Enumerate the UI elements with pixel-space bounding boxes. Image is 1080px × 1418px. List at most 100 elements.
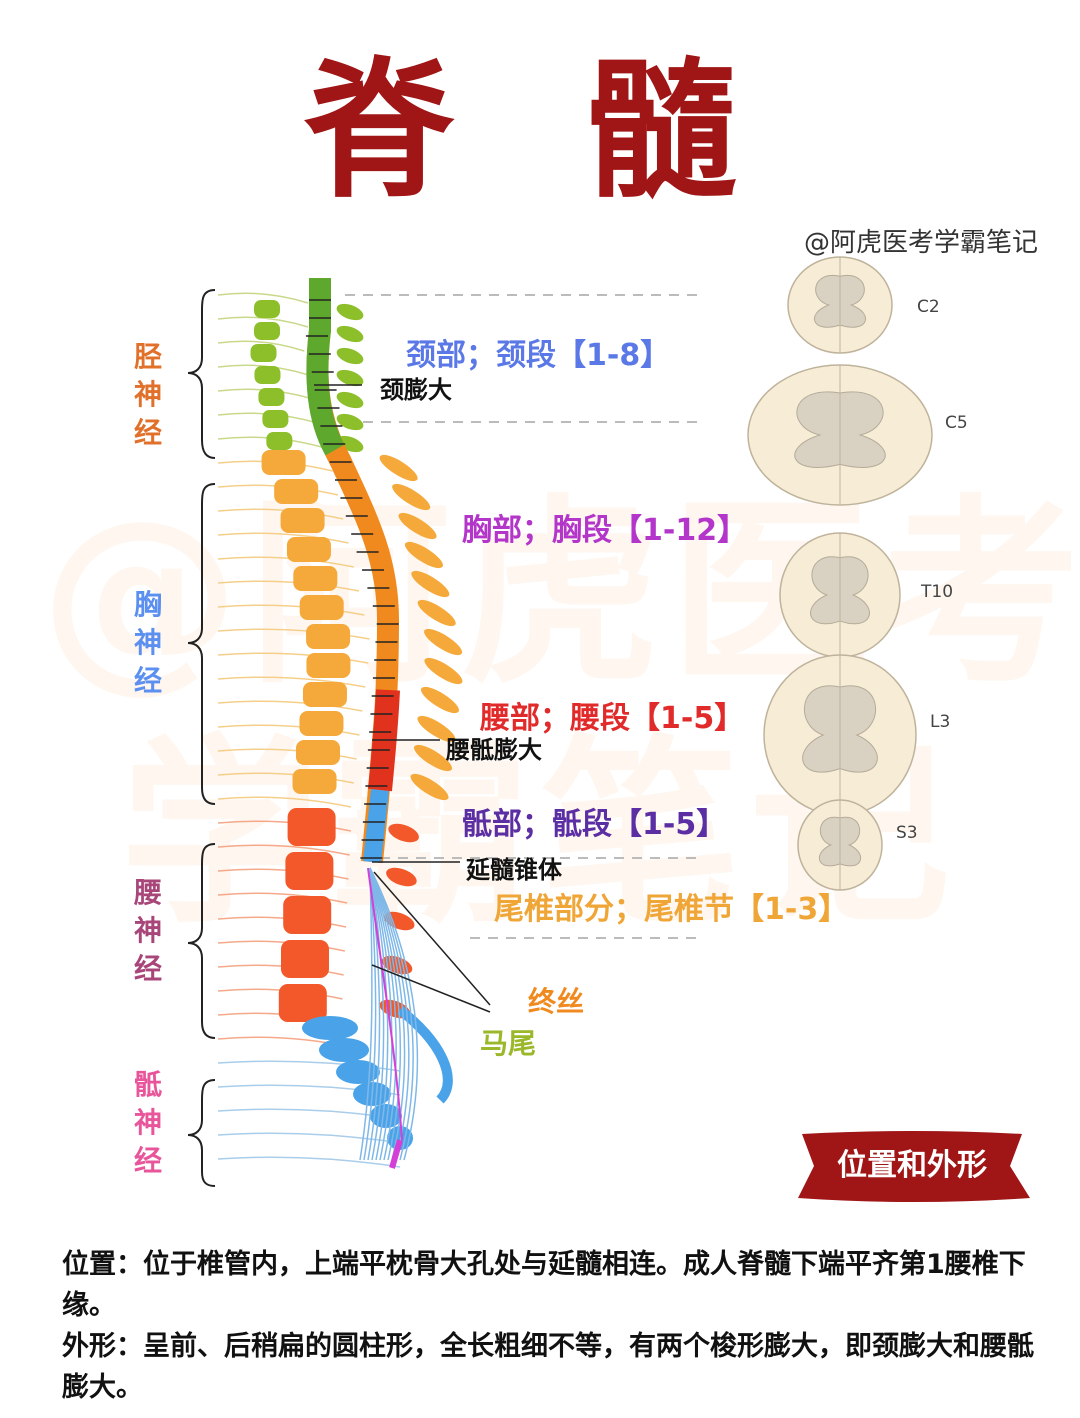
- nerve-line: [217, 844, 350, 856]
- vertebra-thoracic: [274, 479, 319, 504]
- nerve-line: [217, 964, 344, 976]
- process-cervical: [336, 347, 364, 365]
- filum-terminale-line: [367, 867, 403, 1141]
- nerve-line: [217, 940, 346, 952]
- nerve-line: [217, 748, 357, 760]
- process-cervical: [336, 369, 364, 387]
- process-thoracic: [424, 657, 463, 685]
- nerve-line: [217, 868, 349, 880]
- cross-sections: [747, 256, 933, 891]
- segment-label-coccygeal: 尾椎部分；尾椎节【1-3】: [494, 892, 849, 927]
- nerve-line: [217, 796, 352, 808]
- spinous-processes: [336, 303, 463, 1104]
- segment-label-lumbar: 腰部；腰段【1-5】: [480, 701, 745, 736]
- cauda-line: [369, 867, 410, 1161]
- process-thoracic: [379, 454, 418, 482]
- process-thoracic: [420, 686, 459, 714]
- vertebra-lumbar: [285, 852, 334, 890]
- vertebra-cervical: [266, 432, 293, 450]
- process-thoracic: [404, 541, 443, 569]
- vertebra-thoracic: [296, 740, 340, 765]
- cord-sacral: [363, 789, 389, 863]
- vertebra-cervical: [250, 344, 277, 362]
- nerve-line: [217, 292, 309, 304]
- vertebra-cervical: [254, 300, 280, 318]
- process-thoracic: [392, 483, 431, 511]
- nerve-label-cervical: 胫神经: [133, 340, 162, 449]
- section-label-l3: L3: [930, 712, 951, 732]
- vertebra-lumbar: [283, 896, 332, 934]
- vertebra-cervical: [262, 410, 289, 428]
- level-lines: [345, 294, 700, 939]
- vertebra-thoracic: [292, 769, 337, 794]
- section-label-c2: C2: [917, 297, 940, 317]
- segment-label-thoracic: 胸部；胸段【1-12】: [462, 513, 748, 548]
- nerve-line: [217, 652, 369, 664]
- vertebra-lumbar: [281, 940, 329, 978]
- cauda-line: [369, 867, 393, 1161]
- badge-label: 位置和外形: [837, 1148, 987, 1183]
- vertebra-thoracic: [293, 566, 338, 591]
- process-thoracic: [424, 628, 463, 656]
- vertebra-thoracic: [280, 508, 325, 533]
- nerve-line: [217, 916, 347, 928]
- cauda-equina-lines: [359, 867, 419, 1161]
- vertebra-thoracic: [299, 595, 344, 620]
- label-filum-terminale: 终丝: [528, 985, 585, 1018]
- vertebra-cervical: [254, 366, 281, 384]
- cauda-line: [369, 867, 397, 1161]
- vertebra-thoracic: [261, 450, 306, 475]
- process-thoracic: [417, 715, 456, 743]
- cauda-line: [369, 867, 385, 1161]
- nerve-line: [217, 676, 366, 688]
- nerve-label-sacral: 骶神经: [133, 1068, 162, 1177]
- process-cervical: [336, 303, 364, 321]
- cord-lumbar: [368, 689, 400, 792]
- segment-label-sacral: 骶部；骶段【1-5】: [462, 807, 727, 842]
- process-thoracic: [411, 570, 450, 598]
- process-thoracic: [417, 599, 456, 627]
- nerve-line: [217, 508, 344, 520]
- section-label-c5: C5: [945, 413, 968, 433]
- page-title: 脊 髓: [303, 45, 777, 219]
- vertebra-cervical: [254, 322, 280, 340]
- description-shape: 外形：呈前、后稍扁的圆柱形，全长粗细不等，有两个梭形膨大，即颈膨大和腰骶膨大。: [62, 1331, 1034, 1403]
- vertebra-thoracic: [306, 624, 351, 649]
- process-thoracic: [410, 773, 449, 801]
- vertebra-cervical: [258, 388, 285, 406]
- section-badge: 位置和外形: [792, 1128, 1032, 1204]
- nerve-line: [217, 1156, 401, 1168]
- vertebra-sacral: [319, 1038, 369, 1062]
- label-lumbosacral-enlargement: 腰骶膨大: [446, 736, 542, 764]
- vertebra-lumbar: [287, 808, 336, 846]
- nerve-line: [217, 580, 360, 592]
- nerve-line: [217, 340, 305, 352]
- nerve-line: [217, 556, 354, 568]
- nerve-label-lumbar: 腰神经: [133, 876, 162, 985]
- description-block: 位置：位于椎管内，上端平枕骨大孔处与延髓相连。成人脊髓下端平齐第1腰椎下缘。 外…: [62, 1244, 1042, 1408]
- cauda-line: [369, 867, 414, 1161]
- watermark-large-line1: @阿虎医考: [40, 478, 1080, 711]
- nerve-line: [217, 772, 354, 784]
- process-cervical: [336, 391, 364, 409]
- cauda-line: [359, 867, 373, 1161]
- nerve-line: [217, 604, 365, 616]
- nerve-line: [217, 1132, 401, 1144]
- nerve-line: [217, 700, 363, 712]
- section-label-s3: S3: [896, 823, 918, 843]
- leader-lines: [314, 384, 491, 1013]
- cord-cervical: [306, 278, 345, 456]
- nerve-line: [217, 532, 349, 544]
- section-label-t10: T10: [921, 582, 954, 602]
- vertebrae: [250, 300, 413, 1150]
- brackets: [187, 289, 216, 1187]
- vertebra-thoracic: [302, 682, 347, 707]
- nerve-label-thoracic: 胸神经: [133, 588, 162, 697]
- cauda-line: [369, 867, 406, 1161]
- nerve-line: [217, 820, 352, 832]
- process-thoracic: [413, 744, 453, 772]
- process-thoracic: [398, 512, 437, 540]
- sacral-crest: [396, 1006, 453, 1104]
- spine-diagram: [187, 278, 700, 1187]
- cord-segment-ticks: [305, 299, 399, 859]
